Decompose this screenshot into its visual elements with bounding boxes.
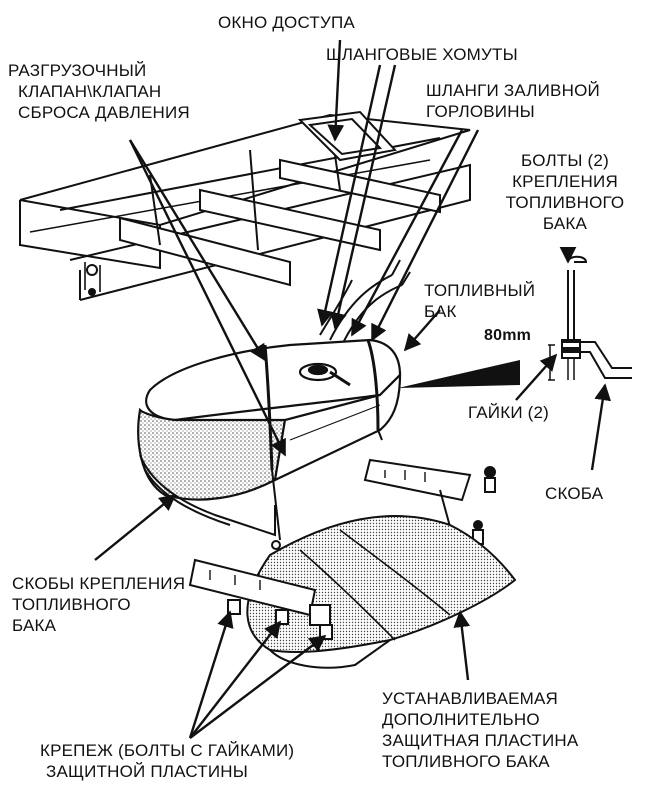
- label-filler-hoses: ШЛАНГИ ЗАЛИВНОЙ ГОРЛОВИНЫ: [426, 80, 600, 122]
- label-relief-valve: РАЗГРУЗОЧНЫЙ КЛАПАН\КЛАПАН СБРОСА ДАВЛЕН…: [8, 60, 190, 123]
- label-tank-straps-line-1: СКОБЫ КРЕПЛЕНИЯ: [12, 574, 186, 593]
- label-bracket: СКОБА: [545, 484, 604, 503]
- label-plate-fasteners-line-2: ЗАЩИТНОЙ ПЛАСТИНЫ: [46, 762, 248, 781]
- label-fuel-tank-line-1: ТОПЛИВНЫЙ: [424, 281, 536, 300]
- label-tank-bolts: БОЛТЫ (2) КРЕПЛЕНИЯ ТОПЛИВНОГО БАКА: [490, 150, 640, 234]
- label-skid-plate-line-4: ТОПЛИВНОГО БАКА: [382, 752, 550, 771]
- label-tank-straps-line-2: ТОПЛИВНОГО: [12, 595, 131, 614]
- label-filler-hoses-line-2: ГОРЛОВИНЫ: [426, 102, 535, 121]
- label-skid-plate-line-1: УСТАНАВЛИВАЕМАЯ: [382, 689, 559, 708]
- label-tank-bolts-line-1: БОЛТЫ (2): [521, 151, 609, 170]
- label-dimension: 80mm: [484, 327, 532, 344]
- skid-plate: [188, 515, 517, 669]
- label-fuel-tank-line-2: БАК: [424, 302, 457, 321]
- label-fuel-tank: ТОПЛИВНЫЙ БАК: [424, 280, 535, 322]
- label-nuts: ГАЙКИ (2): [468, 403, 550, 422]
- label-tank-bolts-line-2: КРЕПЛЕНИЯ: [512, 172, 618, 191]
- label-skid-plate-line-2: ДОПОЛНИТЕЛЬНО: [382, 710, 540, 729]
- label-hose-clamps: ШЛАНГОВЫЕ ХОМУТЫ: [326, 45, 518, 64]
- label-relief-valve-line-3: СБРОСА ДАВЛЕНИЯ: [18, 103, 190, 122]
- fuel-tank: [137, 338, 402, 501]
- label-relief-valve-line-2: КЛАПАН\КЛАПАН: [18, 82, 162, 101]
- bolt-bracket-detail: [398, 255, 632, 388]
- leader-lines: [94, 39, 612, 739]
- label-skid-plate-line-3: ЗАЩИТНАЯ ПЛАСТИНА: [382, 731, 579, 750]
- label-access-window: ОКНО ДОСТУПА: [218, 13, 355, 32]
- label-plate-fasteners: КРЕПЕЖ (БОЛТЫ С ГАЙКАМИ) ЗАЩИТНОЙ ПЛАСТИ…: [40, 740, 294, 782]
- label-tank-bolts-line-3: ТОПЛИВНОГО: [505, 193, 625, 212]
- label-tank-bolts-line-4: БАКА: [542, 214, 588, 233]
- vehicle-frame: [19, 110, 471, 301]
- label-filler-hoses-line-1: ШЛАНГИ ЗАЛИВНОЙ: [426, 81, 600, 100]
- label-plate-fasteners-line-1: КРЕПЕЖ (БОЛТЫ С ГАЙКАМИ): [40, 741, 295, 760]
- label-tank-straps-line-3: БАКА: [12, 616, 57, 635]
- label-tank-straps: СКОБЫ КРЕПЛЕНИЯ ТОПЛИВНОГО БАКА: [12, 573, 185, 636]
- label-skid-plate: УСТАНАВЛИВАЕМАЯ ДОПОЛНИТЕЛЬНО ЗАЩИТНАЯ П…: [382, 688, 578, 772]
- label-relief-valve-line-1: РАЗГРУЗОЧНЫЙ: [8, 61, 147, 80]
